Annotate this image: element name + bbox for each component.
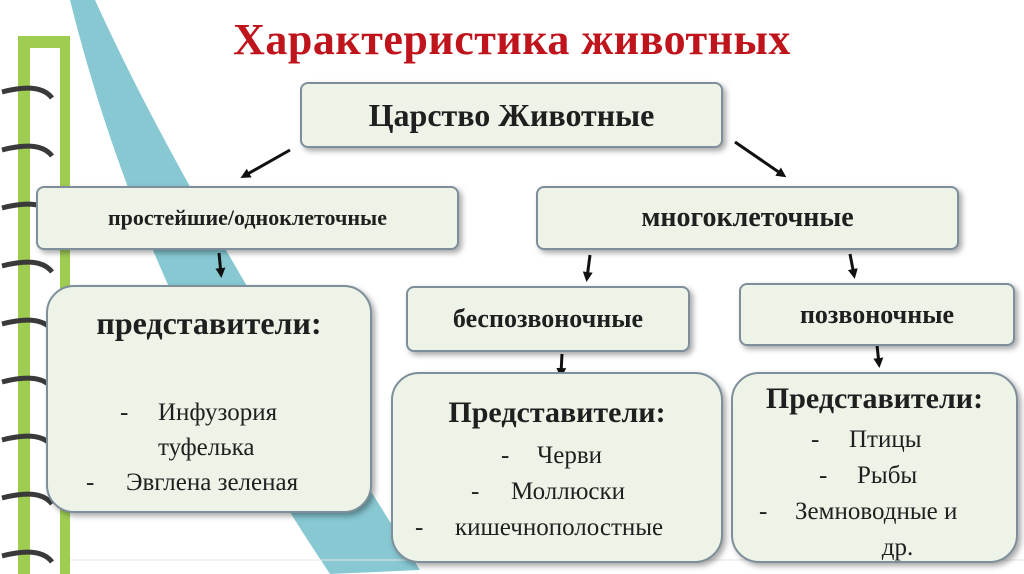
- card-unicellular-representatives: представители: - Инфузория туфелька - Эв…: [46, 285, 372, 513]
- arrow-multicellular-to-invertebrates: [582, 254, 593, 282]
- list-item: - Земноводные и др.: [733, 494, 1016, 566]
- list-item-label: Земноводные и: [795, 498, 958, 525]
- connector-arrows: [215, 140, 884, 378]
- card-invertebrates-representatives: Представители: - Черви - Моллюски - кише…: [391, 372, 723, 563]
- node-label: беспозвоночные: [452, 304, 644, 333]
- card-heading: Представители:: [448, 396, 666, 429]
- list-item: - Инфузория туфелька: [48, 395, 370, 465]
- page-title: Характеристика животных: [233, 15, 791, 64]
- card-heading: представители:: [96, 305, 322, 341]
- arrow-multicellular-to-vertebrates: [847, 253, 858, 279]
- list-item-label: кишечнополостные: [455, 514, 664, 541]
- bullet-dash: -: [120, 399, 129, 426]
- node-multicellular: многоклеточные: [536, 186, 959, 250]
- list-item-label: Птицы: [849, 426, 922, 453]
- list-item-label: Рыбы: [857, 462, 918, 489]
- representatives-list: - Черви - Моллюски - кишечнополостные: [393, 438, 721, 546]
- node-label: многоклеточные: [641, 202, 854, 233]
- representatives-list: - Птицы - Рыбы - Земноводные и др.: [733, 422, 1016, 566]
- list-item-label: Моллюски: [511, 478, 626, 505]
- bullet-dash: -: [86, 469, 95, 496]
- bullet-dash: -: [415, 514, 424, 541]
- list-item-label: Инфузория туфелька: [158, 399, 278, 461]
- list-item-label: Эвглена зеленая: [126, 469, 299, 496]
- list-item: - кишечнополостные: [393, 510, 721, 546]
- list-item: - Рыбы: [733, 458, 1016, 494]
- arrow-vertebrates-to-representatives: [873, 344, 884, 368]
- bullet-dash: -: [811, 426, 820, 453]
- list-item-label: Черви: [537, 442, 603, 469]
- arrow-invertebrates-to-representatives: [556, 353, 567, 378]
- list-item: - Птицы: [733, 422, 1016, 458]
- node-label: позвоночные: [799, 299, 955, 329]
- arrow-unicellular-to-representatives: [215, 252, 226, 278]
- arrow-root-to-multicellular: [734, 140, 787, 178]
- node-kingdom-animals: Царство Животные: [300, 82, 723, 148]
- card-heading: Представители:: [765, 382, 984, 415]
- list-item-continuation: др.: [881, 534, 914, 561]
- bullet-dash: -: [819, 462, 828, 489]
- list-item: - Черви: [393, 438, 721, 474]
- bullet-dash: -: [759, 498, 768, 525]
- arrow-root-to-unicellular: [240, 148, 291, 178]
- node-unicellular: простейшие/одноклеточные: [36, 186, 459, 250]
- node-label: простейшие/одноклеточные: [108, 205, 387, 230]
- list-item: - Эвглена зеленая: [48, 465, 370, 500]
- bullet-dash: -: [471, 478, 480, 505]
- node-invertebrates: беспозвоночные: [406, 286, 690, 352]
- list-item: - Моллюски: [393, 474, 721, 510]
- node-label: Царство Животные: [368, 96, 655, 133]
- node-vertebrates: позвоночные: [739, 283, 1015, 346]
- card-vertebrates-representatives: Представители: - Птицы - Рыбы - Земновод…: [731, 372, 1018, 563]
- bullet-dash: -: [501, 442, 510, 469]
- representatives-list: - Инфузория туфелька - Эвглена зеленая: [48, 395, 370, 500]
